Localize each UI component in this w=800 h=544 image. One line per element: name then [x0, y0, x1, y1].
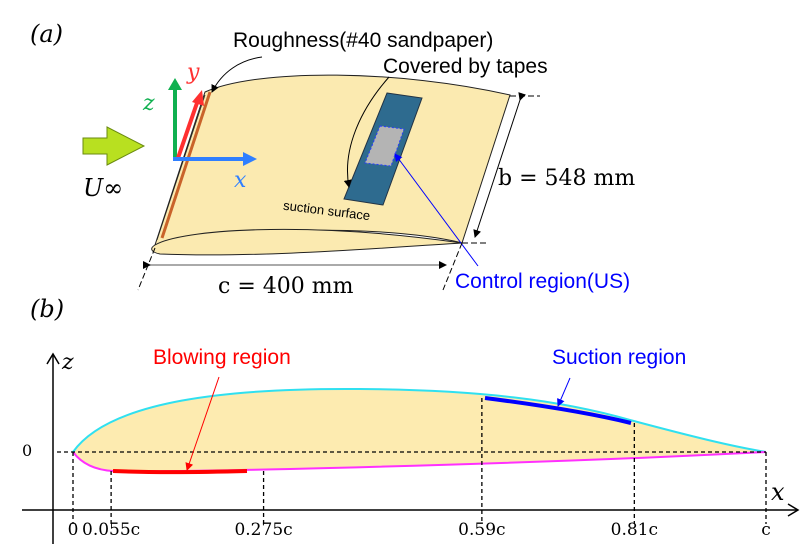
- lower-surface: [72, 451, 767, 473]
- roughness-label: Roughness(#40 sandpaper): [233, 29, 494, 52]
- axis-x-label: x: [234, 168, 247, 193]
- blowing-region-mark: [112, 469, 248, 475]
- roughness-strip: [160, 91, 212, 239]
- panel-b-airfoil: [22, 352, 800, 544]
- chord-label: c = 400 mm: [218, 274, 354, 299]
- tick-label: 0.275c: [234, 520, 293, 540]
- axis-y-arrow: [176, 99, 200, 159]
- roughness-pointer: [211, 56, 263, 93]
- control-pointer: [394, 153, 479, 267]
- tick-label: c: [761, 520, 771, 540]
- span-label: b = 548 mm: [498, 166, 636, 191]
- coordinate-axes: [168, 78, 257, 166]
- span-dimension: [473, 92, 526, 238]
- z-axis-label: z: [62, 350, 74, 375]
- blowing-pointer: [185, 376, 220, 471]
- control-region-label: Control region(US): [455, 270, 631, 293]
- panel-a-label: (a): [30, 20, 64, 48]
- freestream-label: U∞: [83, 174, 124, 202]
- tick-label: 0.81c: [610, 520, 659, 540]
- blowing-region-label: Blowing region: [153, 346, 291, 369]
- panel-b-label: (b): [30, 295, 65, 323]
- panel-a-wing: [137, 56, 540, 291]
- upper-surface: [72, 387, 767, 453]
- axis-y-label: y: [187, 60, 200, 85]
- axis-z-label: z: [143, 91, 155, 116]
- x-axis-label: x: [771, 478, 785, 506]
- zero-label: 0: [22, 441, 33, 460]
- tapes-label: Covered by tapes: [383, 55, 548, 78]
- freestream-arrow-icon: [82, 126, 146, 166]
- wing-lower-lip: [151, 228, 463, 256]
- tick-label: 0.59c: [458, 520, 506, 540]
- suction-region-label: Suction region: [552, 346, 687, 369]
- suction-region-mark: [484, 396, 632, 425]
- suction-pointer: [557, 377, 571, 407]
- control-region: [364, 125, 405, 167]
- airfoil-shape: [73, 388, 766, 472]
- tick-label: 0.055c: [82, 520, 141, 540]
- tick-label: 0: [67, 520, 79, 540]
- tapes-pointer: [343, 76, 390, 188]
